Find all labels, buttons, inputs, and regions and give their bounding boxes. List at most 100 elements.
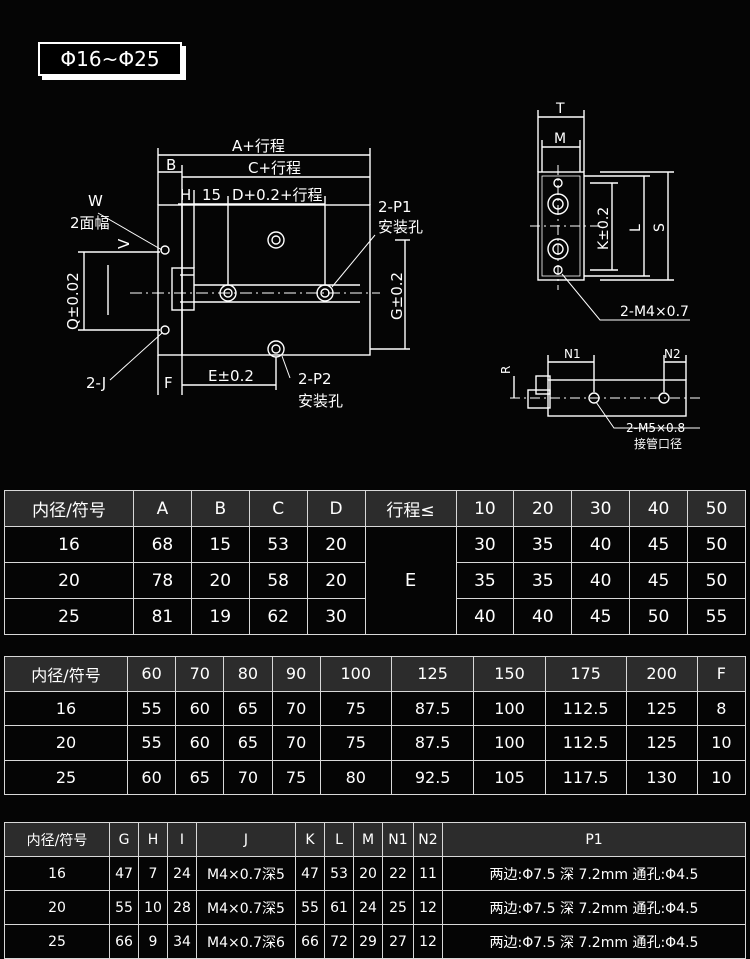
table1-head-40: 40 (629, 490, 688, 527)
table-row: 25 60 65 70 75 80 92.5 105 117.5 130 10 (4, 759, 747, 795)
table2-head-cell: 175 (544, 656, 627, 692)
table-cell: 130 (625, 759, 698, 795)
label-p1: 2-P1 (378, 198, 412, 216)
table2-head-cell: 70 (175, 656, 225, 692)
table-row: 20 55 60 65 70 75 87.5 100 112.5 125 10 (4, 725, 747, 761)
table2-head-cell: F (696, 656, 747, 692)
side-view (530, 110, 690, 321)
label-q: Q±0.02 (64, 272, 82, 330)
table-cell: 66 (109, 924, 139, 959)
table-cell: 12 (413, 890, 443, 925)
table-cell: 65 (175, 759, 225, 795)
table-cell: 92.5 (390, 759, 475, 795)
table-cell: 40 (455, 598, 515, 635)
label-g: G±0.2 (388, 272, 406, 320)
table-cell: 100 (473, 690, 546, 726)
label-n2: N2 (664, 347, 681, 361)
table3-header-row: 内径/符号 G H I J K L M N1 N2 P1 (4, 822, 746, 857)
table-cell: 15 (190, 526, 250, 563)
table-cell: 35 (455, 562, 515, 599)
table-cell: 55 (109, 890, 139, 925)
label-p1-sub: 安装孔 (378, 218, 423, 236)
table-cell: 117.5 (544, 759, 627, 795)
table-cell: 50 (629, 598, 688, 635)
table2-head-cell: 100 (319, 656, 392, 692)
label-15: 15 (202, 186, 221, 204)
table3-head-cell: K (295, 822, 325, 857)
label-t: T (555, 101, 565, 117)
table-cell: 125 (625, 725, 698, 761)
label-n1: N1 (564, 347, 581, 361)
table1-head-50: 50 (687, 490, 746, 527)
dimension-table-1: 内径/符号 A B C D 行程≤ 10 20 30 40 50 16 68 1… (4, 490, 746, 635)
table-cell: 20 (306, 562, 366, 599)
table-cell: 53 (248, 526, 308, 563)
table-cell: 35 (513, 562, 573, 599)
table-cell: 58 (248, 562, 308, 599)
table-cell: 20 (4, 890, 110, 925)
side-view-labels: T M K±0.2 L S 2-M4×0.7 (554, 101, 689, 320)
table3-head-cell: J (196, 822, 296, 857)
table2-head-cell: 60 (126, 656, 177, 692)
table1-head-30: 30 (571, 490, 631, 527)
label-m4: 2-M4×0.7 (620, 304, 689, 320)
table-cell: 10 (696, 759, 747, 795)
table-cell: 68 (133, 526, 192, 563)
table1-head-a: A (133, 490, 192, 527)
table-row: 16 55 60 65 70 75 87.5 100 112.5 125 8 (4, 690, 747, 726)
front-view (78, 148, 410, 395)
table-cell: 两边:Φ7.5 深 7.2mm 通孔:Φ4.5 (442, 924, 746, 959)
table-cell: 45 (629, 526, 688, 563)
label-w: W (88, 192, 103, 210)
table-row: 25 81 19 62 30 40 40 45 50 55 (4, 598, 746, 635)
table-cell: 45 (629, 562, 688, 599)
table3-head-cell: M (353, 822, 383, 857)
table-cell: 25 (382, 890, 414, 925)
label-b: B (166, 156, 176, 174)
table1-e-label: E (364, 526, 457, 635)
table3-head-cell: L (324, 822, 354, 857)
table-cell: 60 (126, 759, 177, 795)
table1-head-20: 20 (513, 490, 573, 527)
table-cell: 29 (353, 924, 383, 959)
label-c: C+行程 (248, 159, 301, 177)
label-k: K±0.2 (596, 207, 612, 250)
table-cell: 125 (625, 690, 698, 726)
table3-head-cell: I (167, 822, 197, 857)
table1-head-stroke: 行程≤ (364, 490, 457, 527)
table-cell: 9 (138, 924, 168, 959)
table1-head-bore: 内径/符号 (4, 490, 134, 527)
table-cell: 75 (319, 725, 392, 761)
table-cell: 25 (4, 924, 110, 959)
table-cell: 47 (295, 856, 325, 891)
table-cell: 7 (138, 856, 168, 891)
label-2-width: 2面幅 (70, 214, 110, 232)
table-cell: 24 (167, 856, 197, 891)
table-cell: 30 (306, 598, 366, 635)
table-cell: 40 (571, 526, 631, 563)
table-cell: 47 (109, 856, 139, 891)
table-cell: 75 (271, 759, 321, 795)
table-cell: 两边:Φ7.5 深 7.2mm 通孔:Φ4.5 (442, 890, 746, 925)
table3-head-cell: P1 (442, 822, 746, 857)
label-a: A+行程 (232, 137, 285, 155)
table-cell: 55 (126, 725, 177, 761)
table-cell: 28 (167, 890, 197, 925)
table-cell: 105 (473, 759, 546, 795)
label-d: D+0.2+行程 (232, 186, 323, 204)
table-cell: 50 (687, 526, 746, 563)
label-m5: 2-M5×0.8 (626, 421, 685, 435)
bottom-view-labels: R N1 N2 2-M5×0.8 接管口径 (499, 347, 685, 451)
table2-head-cell: 90 (271, 656, 321, 692)
table-cell: 11 (413, 856, 443, 891)
table-cell: 112.5 (544, 690, 627, 726)
table-cell: 25 (4, 598, 134, 635)
table-cell: 20 (4, 562, 134, 599)
table-cell: 40 (571, 562, 631, 599)
table-cell: 70 (271, 690, 321, 726)
table-cell: 60 (175, 690, 225, 726)
label-h: H (180, 186, 191, 204)
table-cell: 35 (513, 526, 573, 563)
table-cell: 55 (126, 690, 177, 726)
table-cell: 60 (175, 725, 225, 761)
